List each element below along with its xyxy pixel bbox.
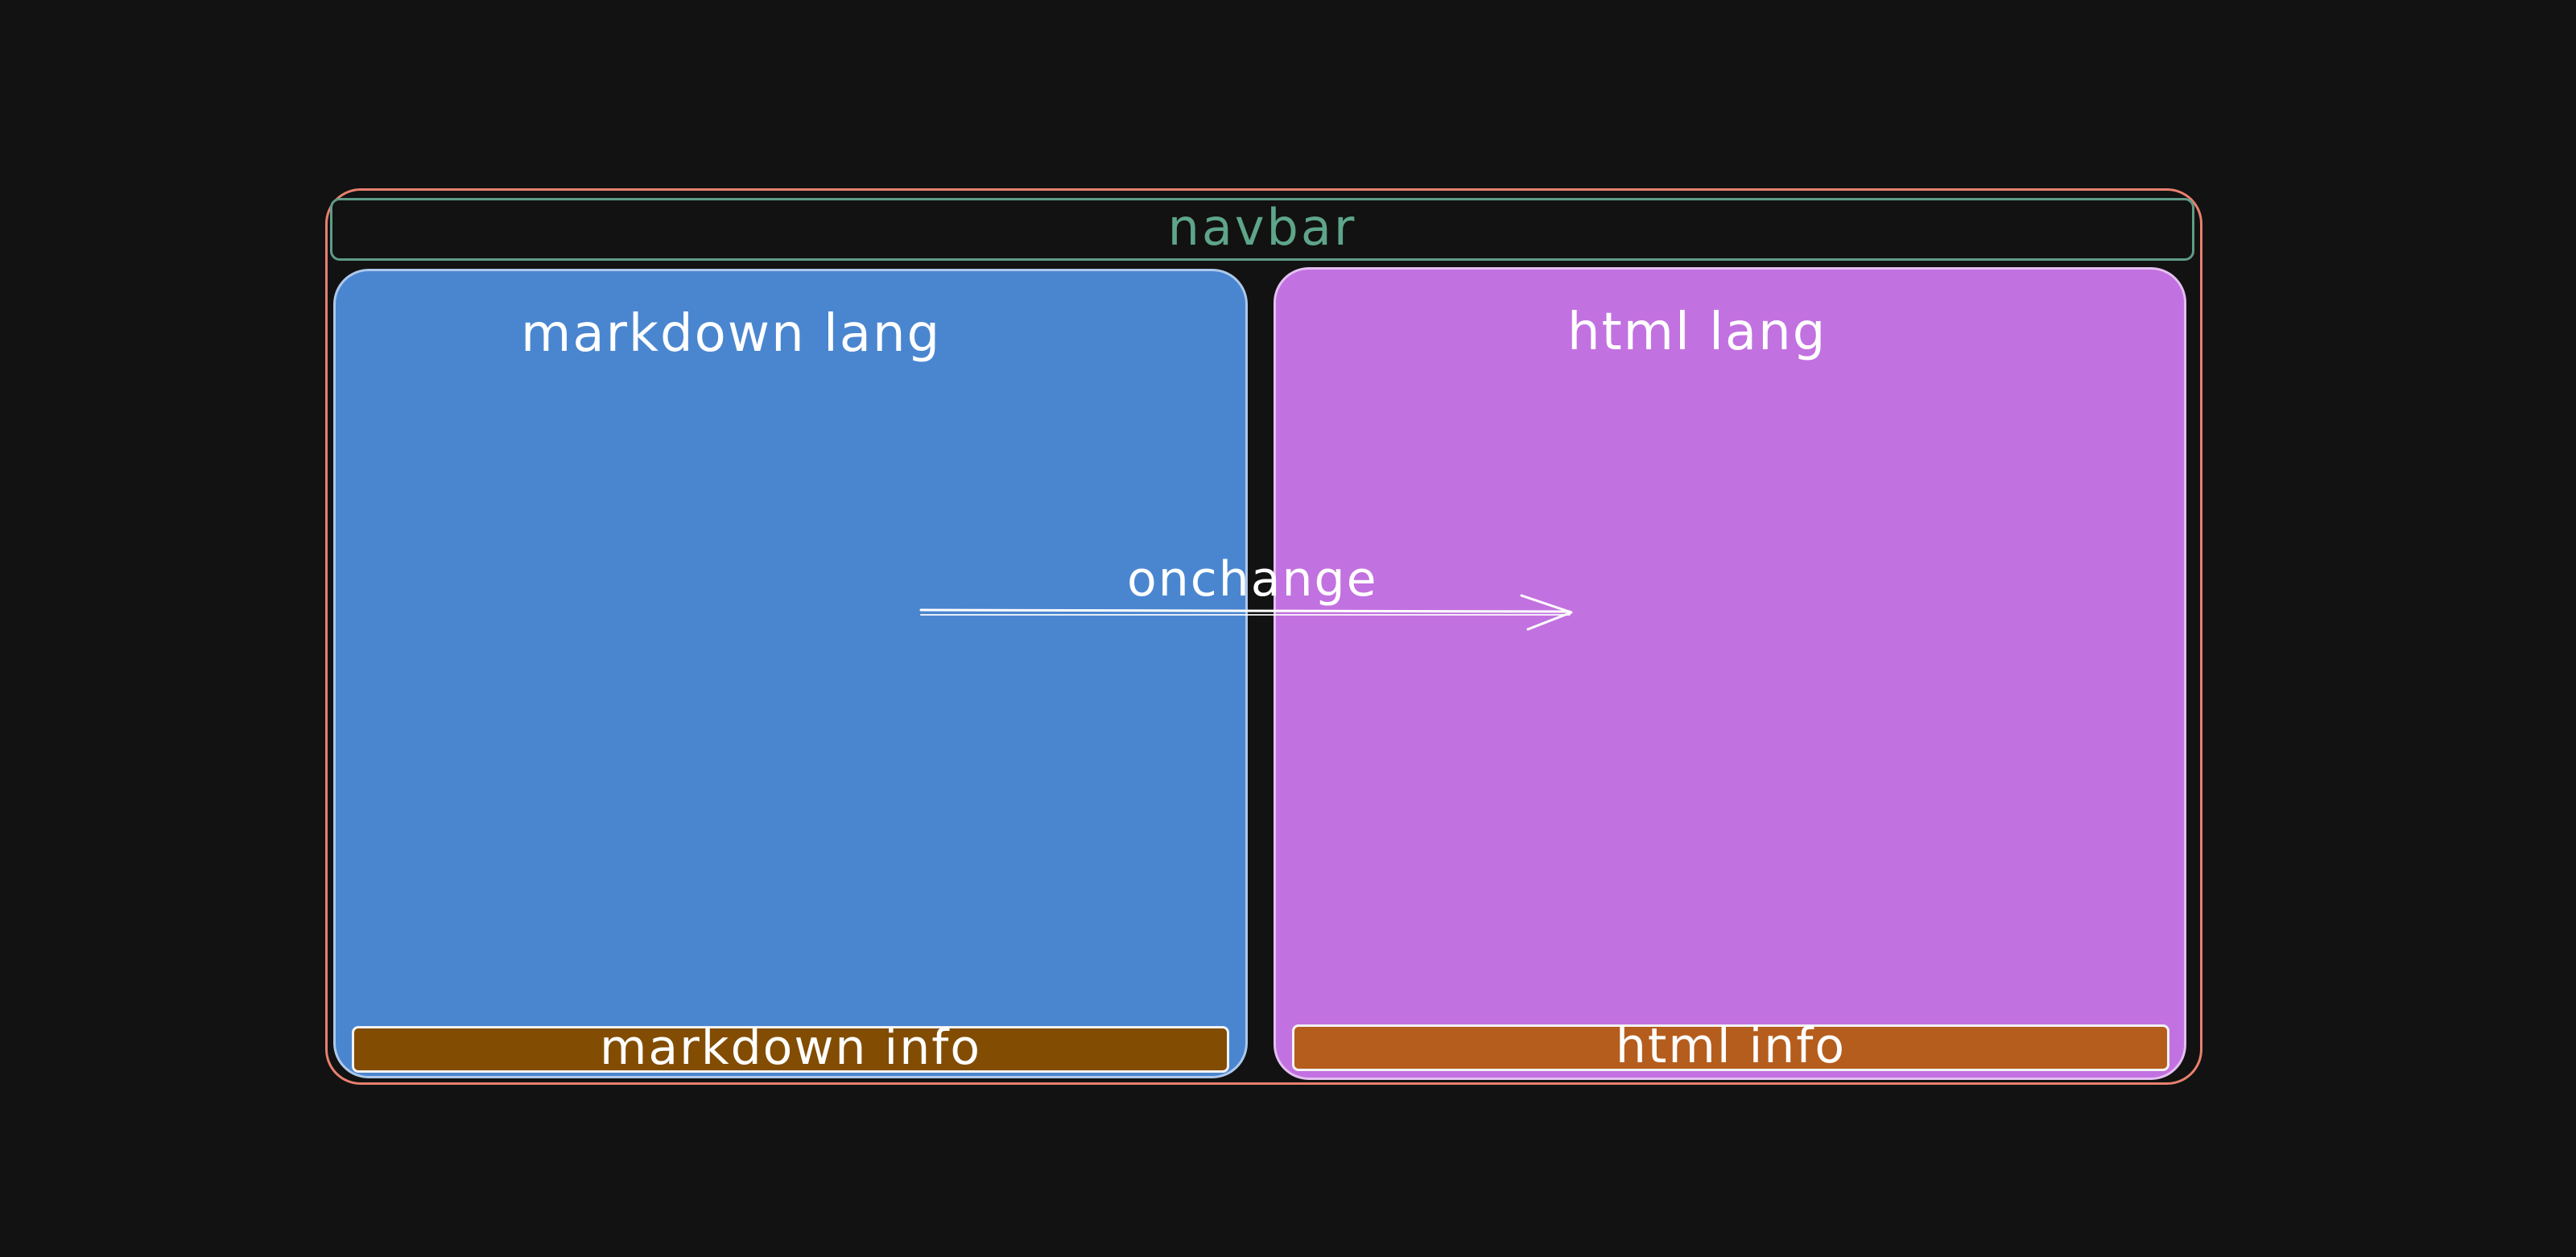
html-panel-title: html lang: [1567, 303, 1827, 362]
html-info-label: html info: [1615, 1018, 1847, 1074]
app-frame: [325, 188, 2202, 1085]
markdown-panel-title: markdown lang: [521, 304, 942, 364]
markdown-info-label: markdown info: [599, 1020, 982, 1076]
html-panel: html lang html info: [1274, 267, 2186, 1080]
navbar-label: navbar: [1167, 198, 1357, 257]
html-info-bar: html info: [1292, 1018, 2169, 1074]
markdown-panel: markdown lang markdown info: [333, 269, 1248, 1078]
navbar-box: navbar: [330, 198, 2194, 261]
markdown-info-bar: markdown info: [352, 1020, 1229, 1076]
onchange-label: onchange: [1127, 551, 1378, 608]
